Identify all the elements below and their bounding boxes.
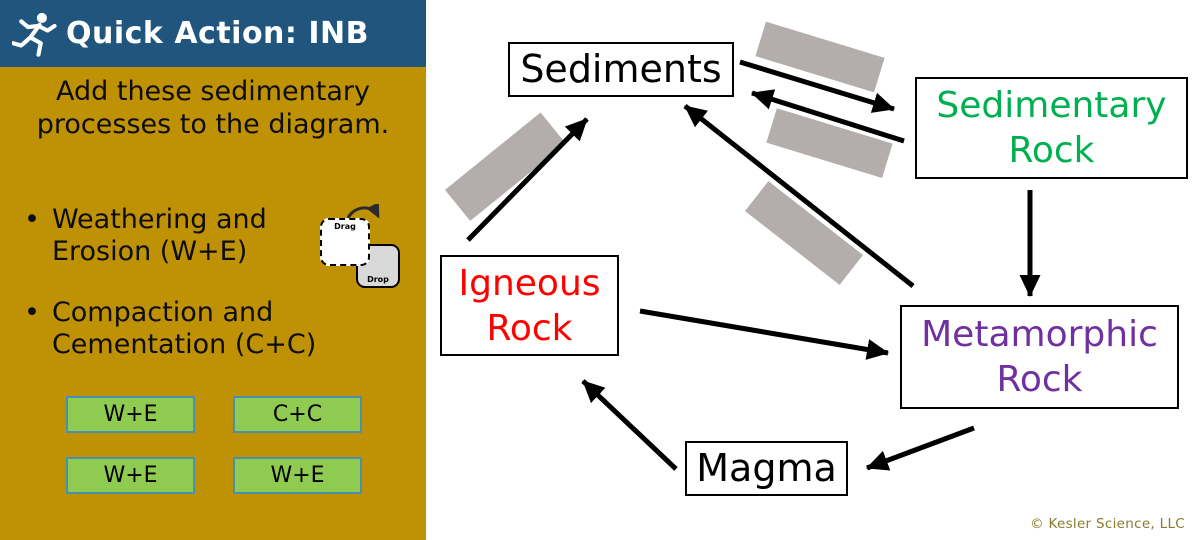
- node-sedimentary-rock: Sedimentary Rock: [915, 77, 1188, 179]
- arrow-igneous-to-metamorphic: [639, 308, 889, 360]
- process-list: • Weathering and Erosion (W+E) • Compact…: [24, 204, 324, 390]
- node-igneous-rock: Igneous Rock: [440, 255, 619, 356]
- answer-tile-we-1[interactable]: W+E: [66, 396, 195, 433]
- quick-action-header: Quick Action: INB: [0, 0, 426, 67]
- drop-zone-1[interactable]: [755, 21, 885, 93]
- answer-tile-we-2[interactable]: W+E: [66, 457, 195, 494]
- drag-square-icon: Drag: [320, 218, 370, 266]
- drop-zone-3[interactable]: [745, 181, 863, 285]
- bullet-text-compaction: Compaction and Cementation (C+C): [51, 296, 317, 361]
- diagram-canvas: [445, 21, 1041, 471]
- sidebar-panel: Quick Action: INB Add these sedimentary …: [0, 0, 426, 540]
- bullet-dot: •: [24, 296, 40, 328]
- drop-zone-2[interactable]: [766, 108, 893, 179]
- answer-tile-we-3[interactable]: W+E: [233, 457, 362, 494]
- copyright-text: © Kesler Science, LLC: [1030, 516, 1185, 532]
- drag-label: Drag: [334, 222, 356, 231]
- arrow-sedimentary-to-sediments: [751, 89, 905, 144]
- list-item: • Compaction and Cementation (C+C): [24, 297, 324, 362]
- drag-drop-icon: Drop Drag: [318, 204, 400, 288]
- drop-square-icon: Drop: [356, 244, 400, 288]
- arrow-sediments-to-sedimentary: [739, 59, 895, 113]
- bullet-dot: •: [24, 204, 40, 235]
- runner-icon: [12, 12, 57, 57]
- arrow-magma-to-igneous: [581, 379, 678, 471]
- bullet-text-weathering: Weathering and Erosion (W+E): [51, 204, 267, 268]
- arrow-metamorphic-to-magma: [866, 425, 975, 471]
- curved-arrow-icon: [346, 204, 380, 219]
- arrow-metamorphic-to-sediments: [683, 104, 915, 288]
- arrow-igneous-to-sediments: [466, 117, 589, 242]
- drop-label: Drop: [367, 275, 389, 284]
- node-metamorphic-rock: Metamorphic Rock: [900, 305, 1179, 409]
- page-title: Quick Action: INB: [66, 16, 369, 51]
- rock-cycle-diagram: Sediments Sedimentary Rock Igneous Rock …: [427, 0, 1200, 540]
- node-magma: Magma: [685, 441, 848, 496]
- instruction-text: Add these sedimentary processes to the d…: [36, 76, 390, 140]
- drop-zone-4[interactable]: [445, 112, 566, 221]
- node-sediments: Sediments: [508, 42, 734, 97]
- answer-tile-cc[interactable]: C+C: [233, 396, 362, 433]
- list-item: • Weathering and Erosion (W+E): [24, 204, 324, 269]
